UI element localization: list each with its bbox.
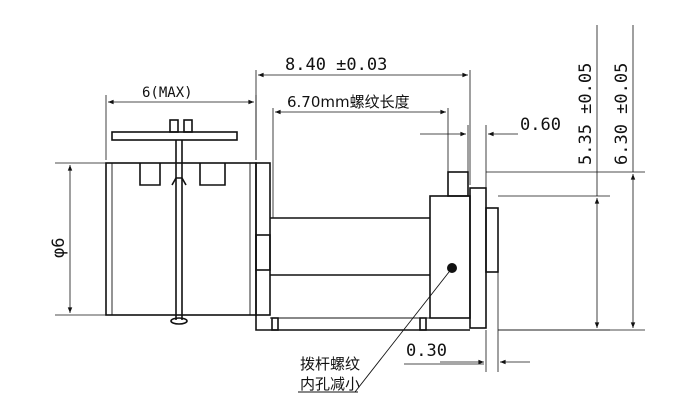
gap-right-label: 0.60 (520, 115, 561, 135)
height-outer-label: 6.30 ±0.05 (612, 63, 632, 165)
dim-height-inner: 5.35 ±0.05 (498, 25, 610, 331)
dim-diameter: φ6 (49, 162, 106, 316)
motor-end-cap (429, 171, 499, 329)
annotation-line-2: 内孔减小 (300, 375, 360, 393)
overall-length-label: 8.40 ±0.03 (285, 55, 387, 75)
flange-thickness-label: 0.30 (406, 341, 447, 361)
dim-flange-thickness: 0.30 (404, 272, 530, 372)
thread-length-label: 6.70mm螺纹长度 (287, 93, 410, 111)
dim-max-width: 6(MAX) (105, 85, 257, 160)
max-width-label: 6(MAX) (142, 85, 193, 101)
dim-gap-right: 0.60 (420, 115, 561, 188)
diameter-label: φ6 (49, 238, 69, 258)
annotation-leader: 拨杆螺纹 内孔减小 (298, 271, 450, 393)
annotation-line-1: 拨杆螺纹 (300, 355, 360, 373)
dim-height-outer: 6.30 ±0.05 (486, 25, 645, 331)
motor-left-body (105, 119, 257, 325)
height-inner-label: 5.35 ±0.05 (576, 63, 596, 165)
dim-overall-length: 8.40 ±0.03 (255, 55, 471, 185)
motor-center-shaft (255, 162, 470, 331)
dim-thread-length: 6.70mm螺纹长度 (272, 93, 449, 218)
